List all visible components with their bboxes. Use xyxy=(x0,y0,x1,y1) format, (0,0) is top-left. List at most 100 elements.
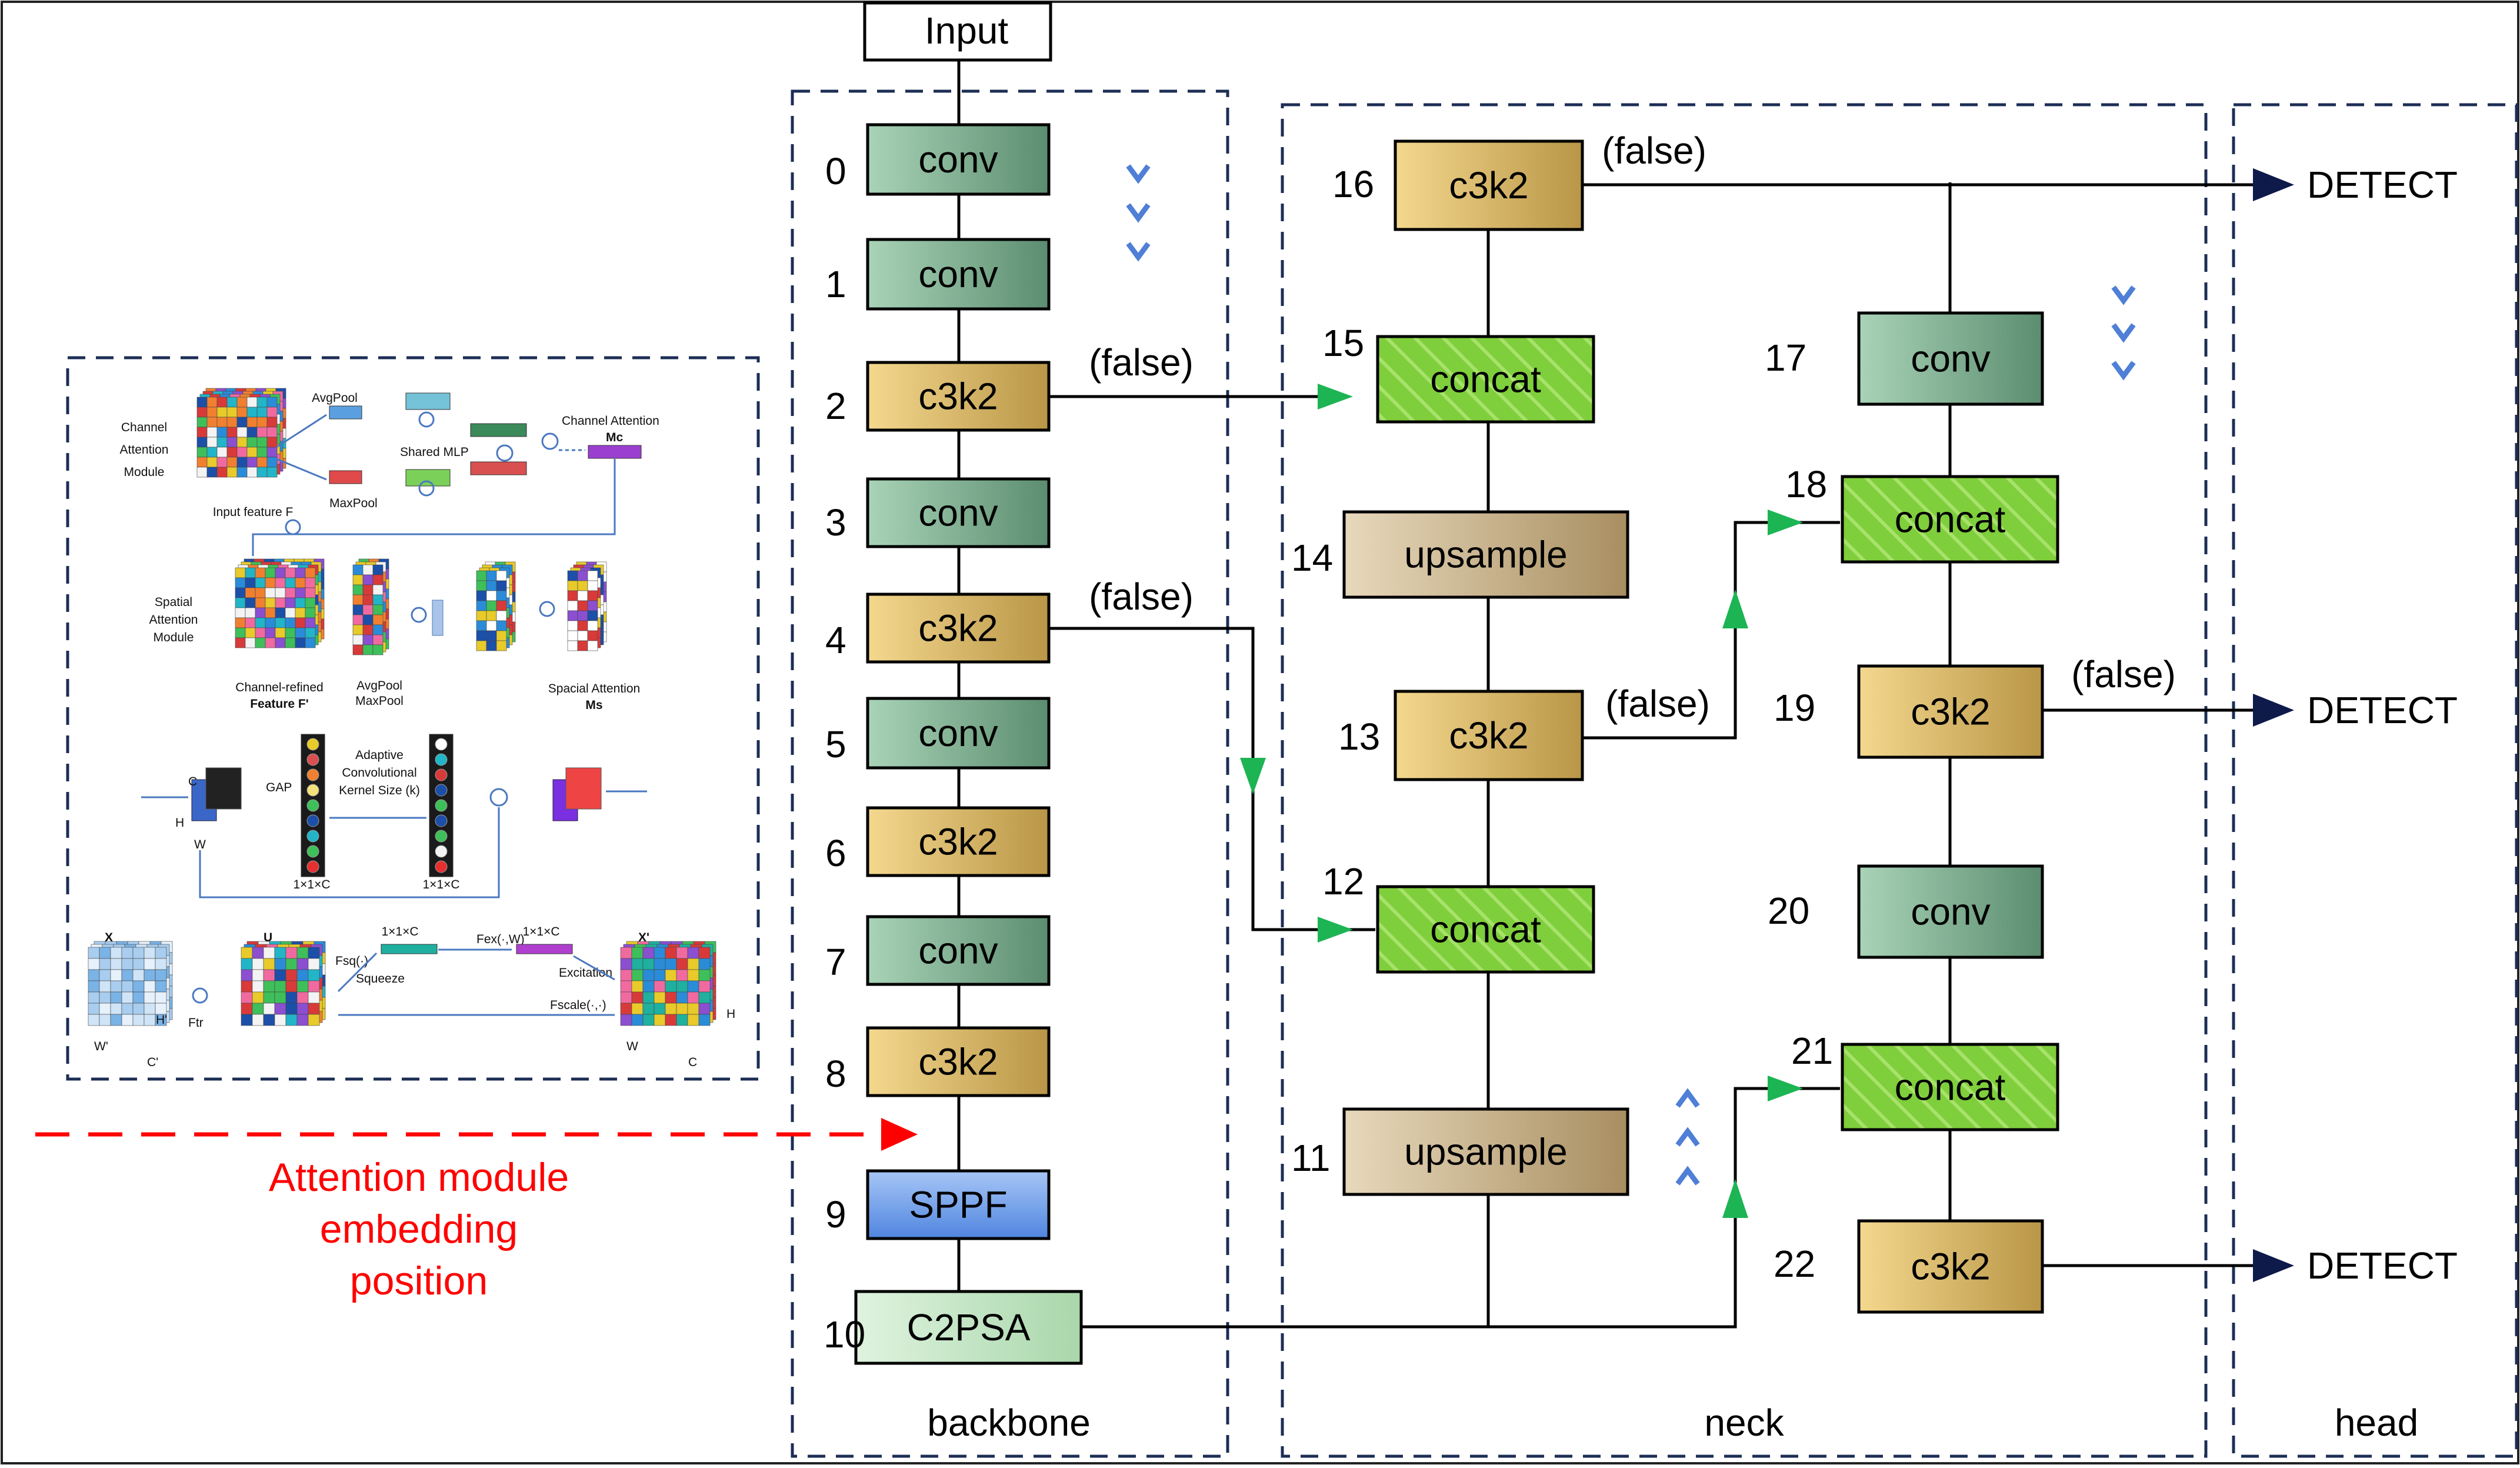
layer-13-label: c3k2 xyxy=(1449,714,1528,757)
svg-text:Attention: Attention xyxy=(149,613,198,627)
neck-label: neck xyxy=(1704,1402,1784,1444)
eca-row: GAP C H W Adaptive Convolutional Kernel … xyxy=(141,734,647,898)
layer-13-index: 13 xyxy=(1338,715,1380,758)
layer-18-index: 18 xyxy=(1785,463,1827,505)
svg-text:X: X xyxy=(105,931,113,944)
svg-text:GAP: GAP xyxy=(266,781,292,794)
layer-19-index: 19 xyxy=(1774,687,1815,729)
svg-text:Attention: Attention xyxy=(120,443,169,457)
svg-text:C': C' xyxy=(147,1056,158,1069)
svg-text:Shared MLP: Shared MLP xyxy=(400,445,469,459)
layer-7-label: conv xyxy=(918,930,998,972)
layer-14-label: upsample xyxy=(1404,534,1568,576)
svg-text:AvgPool: AvgPool xyxy=(356,679,402,693)
attention-note-line1: Attention module xyxy=(269,1155,569,1200)
input-box xyxy=(863,1,1052,62)
svg-text:H': H' xyxy=(156,1013,167,1027)
detect-label-2: DETECT xyxy=(2307,689,2458,731)
svg-text:Fscale(·,·): Fscale(·,·) xyxy=(550,998,606,1012)
attention-inset: Channel Attention Module Input feature F… xyxy=(66,356,760,1081)
detect-label-3: DETECT xyxy=(2307,1244,2458,1287)
svg-text:H: H xyxy=(726,1007,735,1021)
layer-17-box xyxy=(1857,311,2044,406)
false-label-13: (false) xyxy=(1605,683,1710,725)
layer-16-label: c3k2 xyxy=(1449,164,1528,207)
neck-section-box xyxy=(1281,103,2208,1458)
layer-7-box xyxy=(866,915,1051,986)
layer-21-box xyxy=(1841,1043,2059,1131)
svg-text:1×1×C: 1×1×C xyxy=(422,878,459,891)
arrowhead-down-4 xyxy=(1240,758,1266,794)
arrowhead-up-13 xyxy=(1722,590,1748,628)
layer-10-index: 10 xyxy=(824,1313,865,1356)
layer-9-box xyxy=(866,1169,1051,1240)
arrowhead-into-15 xyxy=(1318,384,1353,410)
attention-note-line2: embedding xyxy=(320,1207,518,1251)
svg-text:Squeeze: Squeeze xyxy=(356,972,405,986)
false-label-16: (false) xyxy=(1602,129,1706,172)
layer-21-label: concat xyxy=(1895,1066,2006,1109)
layer-11-label: upsample xyxy=(1404,1131,1568,1173)
layer-21-index: 21 xyxy=(1791,1030,1833,1072)
svg-text:Channel Attention: Channel Attention xyxy=(562,414,659,428)
svg-text:W: W xyxy=(194,838,206,851)
svg-text:1×1×C: 1×1×C xyxy=(522,925,559,938)
svg-text:Spatial: Spatial xyxy=(155,595,192,609)
se-input-cube xyxy=(88,941,173,1026)
svg-text:W: W xyxy=(626,1040,638,1053)
layer-13-box xyxy=(1394,690,1584,781)
layer-21-concat: concat 21 xyxy=(1791,1030,2059,1131)
eca-vector-1 xyxy=(301,734,325,877)
layer-18-concat: concat 18 xyxy=(1785,463,2059,564)
svg-text:X': X' xyxy=(638,931,649,944)
layer-11-box xyxy=(1342,1107,1629,1196)
backbone-section-box xyxy=(791,89,1229,1458)
layer-18-label: concat xyxy=(1895,498,2006,541)
layer-15-label: concat xyxy=(1430,358,1541,401)
svg-text:1×1×C: 1×1×C xyxy=(381,925,418,938)
layer-5-label: conv xyxy=(918,712,998,754)
layer-9-label: SPPF xyxy=(909,1184,1007,1226)
layer-6-index: 6 xyxy=(825,832,846,874)
layer-14-index: 14 xyxy=(1291,537,1333,579)
svg-text:MaxPool: MaxPool xyxy=(355,694,404,708)
layer-18-box xyxy=(1841,475,2059,564)
refined-feature-cube xyxy=(235,558,325,648)
svg-text:Fsq(·): Fsq(·) xyxy=(335,954,368,968)
chevrons-up-neck xyxy=(1675,1088,1700,1186)
green-arrowheads xyxy=(1240,384,1803,1218)
layer-19-label: c3k2 xyxy=(1911,691,1990,733)
layer-19-box xyxy=(1857,664,2044,759)
svg-text:U: U xyxy=(264,931,272,944)
layer-0-label: conv xyxy=(918,138,998,181)
detect-label-1: DETECT xyxy=(2307,164,2458,206)
layer-2-index: 2 xyxy=(825,385,846,427)
svg-text:1×1×C: 1×1×C xyxy=(293,878,330,891)
svg-text:Spacial Attention: Spacial Attention xyxy=(548,682,640,695)
layer-6-box xyxy=(866,806,1051,877)
arrowhead-detect-1 xyxy=(2253,168,2294,201)
layer-14-upsample: upsample 14 xyxy=(1291,510,1629,599)
layer-15-box xyxy=(1376,335,1595,424)
layer-17-label: conv xyxy=(1911,338,1990,380)
layer-3-label: conv xyxy=(918,492,998,534)
cam-row: Channel Attention Module Input feature F… xyxy=(120,388,659,556)
layer-16-box xyxy=(1394,139,1584,231)
attention-map xyxy=(567,561,607,651)
layer-1-index: 1 xyxy=(825,263,846,305)
se-output-cube xyxy=(620,941,716,1026)
layer-8-index: 8 xyxy=(825,1053,846,1095)
